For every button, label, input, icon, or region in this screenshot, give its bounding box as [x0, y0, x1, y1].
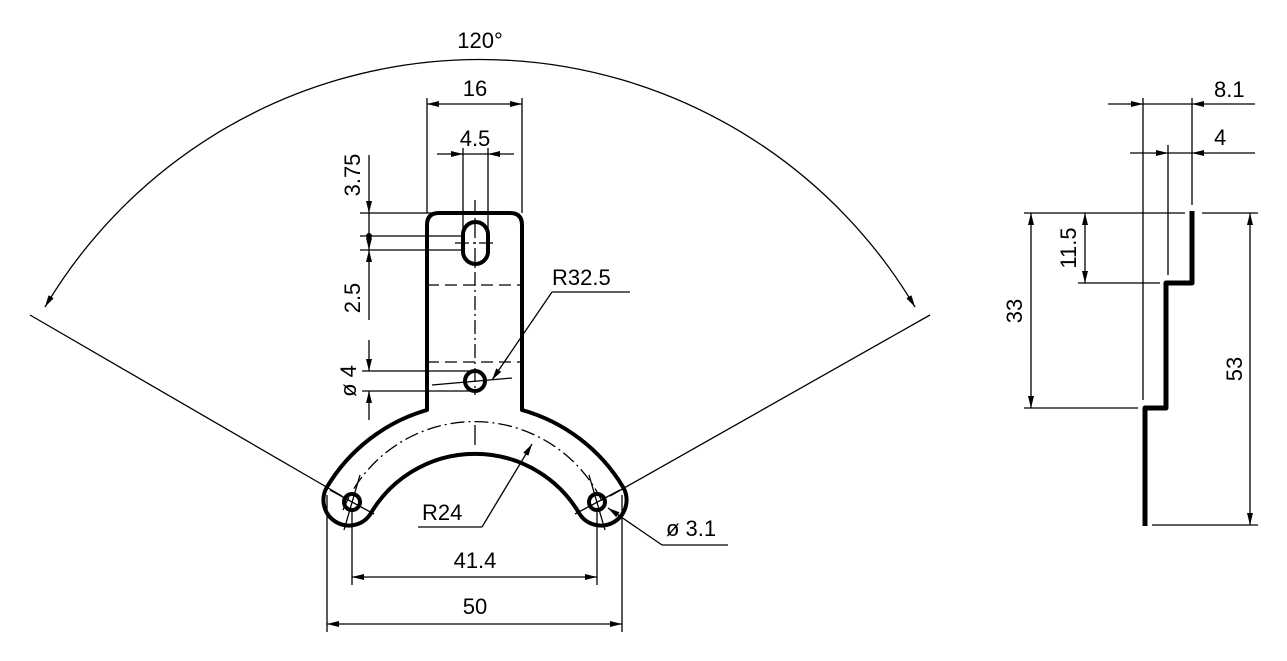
angle-arc [44, 58, 916, 308]
center-radius-label: R24 [422, 500, 462, 525]
slot-vertical-dimensions: 3.75 2.5 [340, 154, 470, 320]
hole-spacing-label: 41.4 [454, 548, 497, 573]
angle-dimension: 120° [29, 28, 931, 497]
slot-offset-label: 3.75 [340, 154, 365, 197]
slot-width-dimension: 4.5 [437, 126, 514, 230]
extension-line-left [29, 314, 343, 497]
left-hole-cross-2 [343, 474, 361, 531]
right-hole-cross-2 [588, 474, 606, 531]
bottom-dimensions: 41.4 50 [326, 495, 623, 632]
upper-step-label: 11.5 [1056, 227, 1081, 268]
front-view-part [321, 200, 629, 531]
overall-offset-label: 8.1 [1214, 77, 1245, 102]
side-view: 8.1 4 11.5 33 53 [1002, 77, 1258, 526]
angle-label: 120° [457, 28, 503, 53]
overall-width-label: 50 [463, 594, 487, 619]
extension-line-right [609, 314, 931, 497]
small-hole-label: ø 3.1 [666, 516, 716, 541]
part-outline [321, 211, 629, 528]
thickness-offset-label: 4 [1214, 125, 1226, 150]
outer-radius-label: R32.5 [552, 265, 611, 290]
overall-height-label: 53 [1222, 357, 1247, 381]
hole-diameter-label: ø 4 [336, 365, 361, 397]
arc-centerline [342, 420, 607, 511]
slot-width-label: 4.5 [460, 126, 491, 151]
side-profile [1142, 211, 1195, 526]
small-hole-callout: ø 3.1 [607, 507, 728, 546]
middle-height-label: 33 [1002, 299, 1027, 323]
stem-width-dimension: 16 [426, 76, 523, 213]
outer-radius-callout: R32.5 [431, 265, 630, 386]
center-radius-callout: R24 [418, 443, 533, 528]
hole-diameter-dimension: ø 4 [336, 340, 472, 420]
slot-length-label: 2.5 [340, 283, 365, 314]
stem-width-label: 16 [463, 76, 487, 101]
